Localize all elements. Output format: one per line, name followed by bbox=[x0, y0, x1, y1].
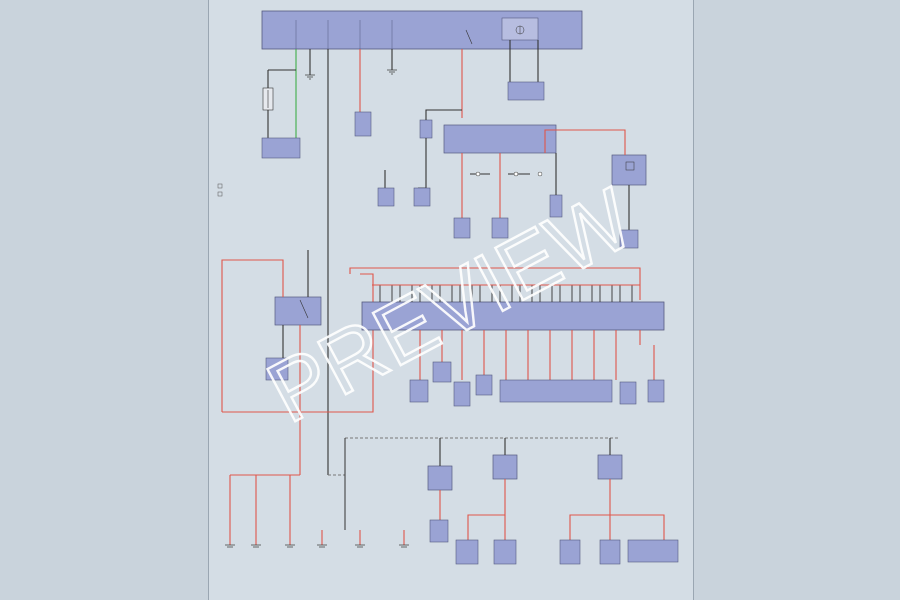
top-power-module bbox=[261, 10, 583, 50]
mid-modules bbox=[377, 187, 639, 249]
left-relay bbox=[265, 296, 322, 381]
bottom-relays bbox=[427, 454, 623, 491]
top-wires bbox=[267, 40, 539, 475]
ground-symbol bbox=[305, 69, 397, 80]
bottom-bus bbox=[328, 437, 620, 530]
fuse-outputs bbox=[419, 330, 655, 380]
bottom-grounds bbox=[225, 544, 409, 548]
legend bbox=[217, 183, 223, 197]
fuse-symbol bbox=[262, 87, 274, 111]
main-fuse-box bbox=[361, 284, 665, 331]
upper-left-modules bbox=[261, 81, 545, 159]
bottom-modules bbox=[429, 519, 679, 565]
left-wires bbox=[221, 250, 641, 475]
dot-junction bbox=[475, 171, 543, 177]
middle-relay-cluster bbox=[419, 119, 647, 218]
bottom-wires bbox=[229, 438, 665, 545]
fuse-box-modules bbox=[409, 361, 665, 407]
